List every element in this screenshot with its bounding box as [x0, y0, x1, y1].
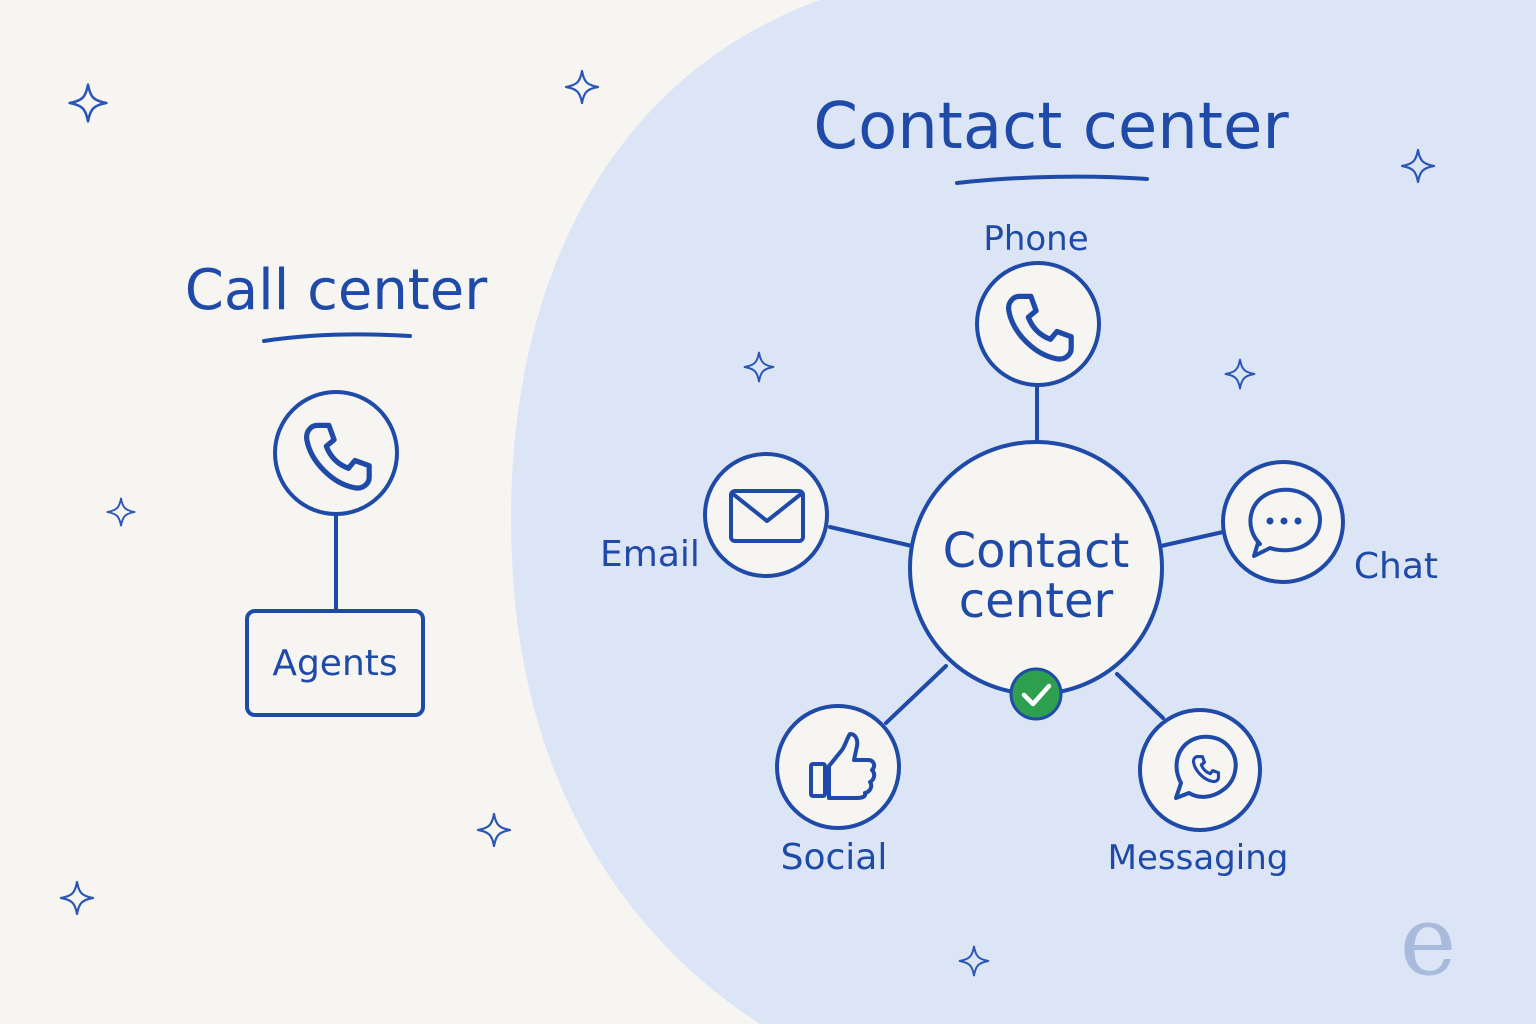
- call-center-underline: [262, 332, 412, 343]
- sparkle-icon: [59, 880, 95, 916]
- call-center-phone-node: [273, 390, 399, 516]
- phone-channel-label: Phone: [983, 219, 1088, 259]
- social-channel-label: Social: [781, 837, 888, 878]
- hub-connectors: [828, 383, 1225, 725]
- social-channel-node: [775, 704, 901, 830]
- call-center-title: Call center: [185, 258, 488, 323]
- sparkle-icon: [68, 83, 108, 123]
- envelope-icon: [729, 489, 805, 543]
- whatsapp-icon: [1174, 734, 1238, 800]
- contact-center-underline: [955, 174, 1149, 185]
- hub-label-line1: Contact: [943, 523, 1130, 579]
- thumbs-up-icon: [809, 732, 877, 800]
- chat-bubble-icon: [1248, 487, 1322, 558]
- check-badge: [1009, 667, 1063, 721]
- check-icon: [1021, 683, 1052, 707]
- sparkle-icon: [106, 497, 136, 527]
- agents-box: [245, 609, 425, 717]
- email-channel-label: Email: [600, 534, 700, 575]
- sparkle-icon: [564, 69, 600, 105]
- agents-label: Agents: [272, 643, 397, 684]
- email-channel-node: [703, 452, 829, 578]
- messaging-channel-label: Messaging: [1108, 838, 1289, 878]
- phone-channel-node: [975, 261, 1101, 387]
- hub-label-line2: center: [959, 573, 1114, 629]
- messaging-channel-node: [1138, 708, 1262, 832]
- sparkle-icon: [476, 812, 512, 848]
- brand-logo: e: [1400, 885, 1457, 997]
- chat-channel-label: Chat: [1354, 546, 1438, 587]
- contact-center-title: Contact center: [813, 90, 1289, 164]
